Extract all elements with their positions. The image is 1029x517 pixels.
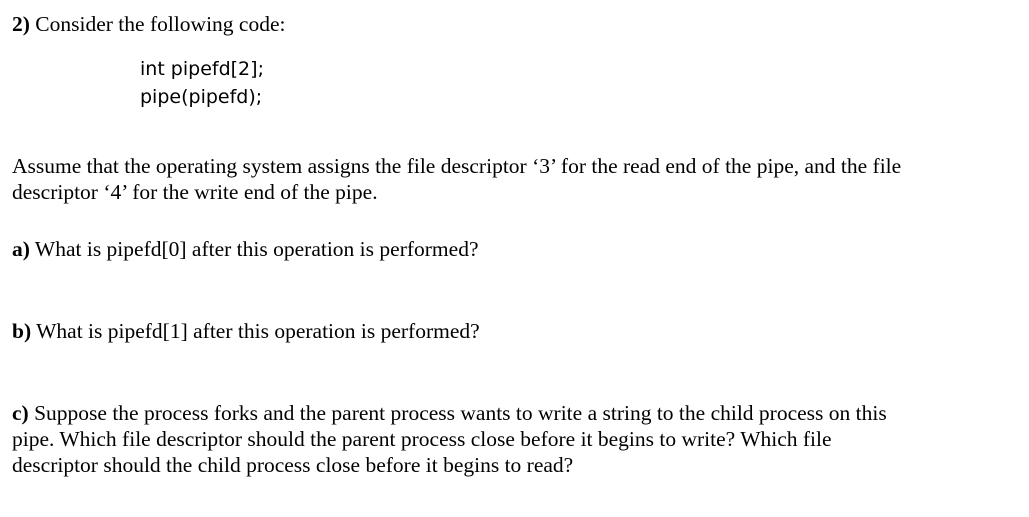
assumption-line: Assume that the operating system assigns… [12, 154, 902, 178]
part-c: c) Suppose the process forks and the par… [12, 400, 887, 478]
part-text: What is pipefd[1] after this operation i… [31, 319, 480, 343]
part-label: c) [12, 401, 29, 425]
part-a: a) What is pipefd[0] after this operatio… [12, 236, 478, 262]
assumption-paragraph: Assume that the operating system assigns… [12, 153, 901, 205]
question-intro: Consider the following code: [29, 12, 286, 36]
part-text: What is pipefd[0] after this operation i… [29, 237, 479, 261]
assumption-line: descriptor ‘4’ for the write end of the … [12, 180, 378, 204]
code-line: pipe(pipefd); [140, 86, 263, 108]
part-label: b) [12, 319, 32, 343]
part-text: Suppose the process forks and the parent… [28, 401, 887, 425]
part-b: b) What is pipefd[1] after this operatio… [12, 318, 480, 344]
part-text: pipe. Which file descriptor should the p… [12, 427, 832, 451]
part-label: a) [12, 237, 30, 261]
question-number: 2) [12, 12, 30, 36]
code-block: int pipefd[2]; pipe(pipefd); [140, 55, 264, 111]
part-text: descriptor should the child process clos… [12, 453, 574, 477]
question-heading: 2) Consider the following code: [12, 11, 286, 37]
code-line: int pipefd[2]; [140, 58, 264, 80]
